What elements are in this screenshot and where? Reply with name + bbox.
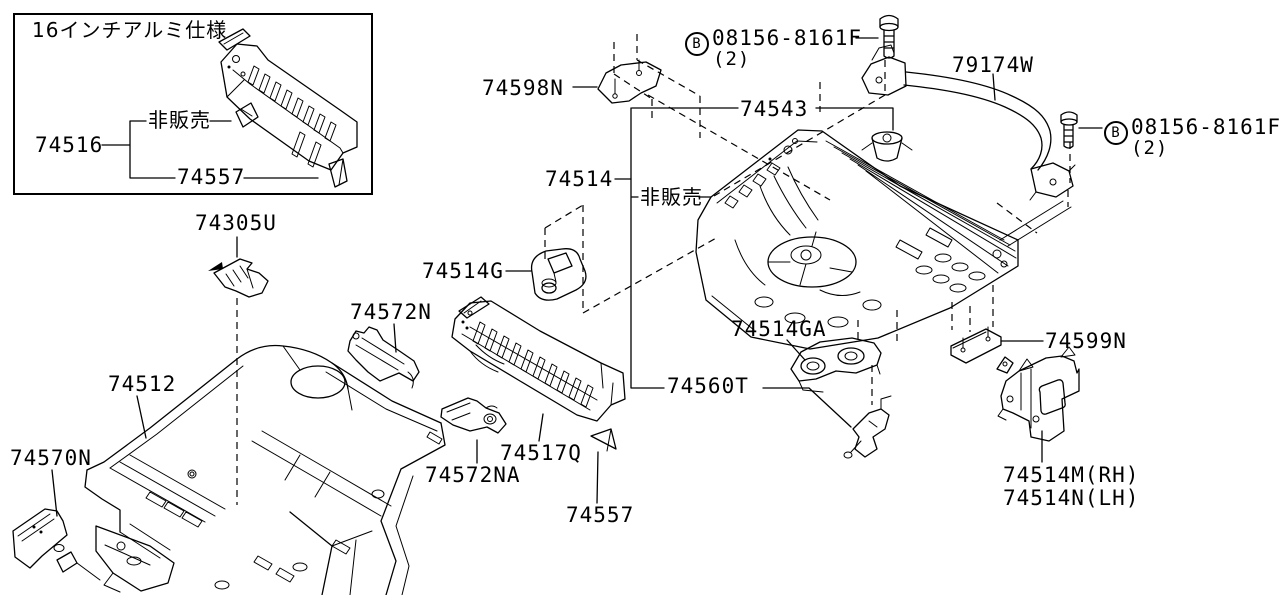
label-74514N-LH: 74514N(LH) bbox=[1003, 486, 1140, 510]
rail-74572NA-drawing bbox=[441, 398, 506, 433]
bracket-74305U-drawing bbox=[208, 259, 268, 297]
circled-b-icon: B bbox=[1104, 121, 1128, 145]
label-bolt1-qty: (2) bbox=[713, 48, 751, 70]
bracket-74514GA-drawing bbox=[791, 338, 881, 392]
label-bolt1-number: 08156-8161F bbox=[712, 26, 863, 50]
sill-74570N-drawing bbox=[13, 509, 100, 580]
bolt-icon-right bbox=[1061, 112, 1077, 148]
clamp-74514G-drawing bbox=[532, 249, 586, 300]
label-74514M-RH: 74514M(RH) bbox=[1003, 463, 1140, 487]
label-74557-inset: 74557 bbox=[177, 165, 246, 189]
bracket-74560T-drawing bbox=[844, 396, 891, 458]
inset-rear-panel-drawing bbox=[219, 29, 357, 187]
label-74514G: 74514G bbox=[422, 259, 504, 283]
label-74572NA: 74572NA bbox=[425, 463, 521, 487]
plate-74599N-drawing bbox=[951, 327, 1001, 363]
label-74517Q: 74517Q bbox=[500, 441, 582, 465]
label-74572N: 74572N bbox=[350, 300, 432, 324]
label-74599N: 74599N bbox=[1045, 329, 1127, 353]
label-bolt2-qty: (2) bbox=[1131, 137, 1169, 159]
floor-assembly-74512-drawing bbox=[85, 346, 445, 595]
bracket-74514MN-drawing bbox=[997, 347, 1079, 441]
circled-b-icon: B bbox=[685, 32, 709, 56]
leader-lines bbox=[52, 38, 1102, 516]
inset-leader-lines bbox=[102, 121, 318, 178]
rear-panel-74517Q-drawing bbox=[452, 297, 625, 451]
label-74560T: 74560T bbox=[667, 374, 749, 398]
label-bolt2-number: 08156-8161F bbox=[1131, 115, 1280, 139]
label-74557-bottom: 74557 bbox=[566, 503, 635, 527]
not-sold-label-main: 非販売 bbox=[640, 185, 703, 209]
label-74512: 74512 bbox=[108, 372, 177, 396]
label-74570N: 74570N bbox=[10, 446, 92, 470]
rear-floor-pan-drawing bbox=[696, 130, 1018, 349]
inset-not-sold-label: 非販売 bbox=[148, 108, 211, 132]
brace-bar-79174W-drawing bbox=[862, 45, 1075, 246]
label-74598N: 74598N bbox=[482, 76, 564, 100]
label-79174W: 79174W bbox=[952, 53, 1034, 77]
bolt-icon-top bbox=[880, 16, 898, 59]
label-74305U: 74305U bbox=[195, 211, 277, 235]
inset-box-frame bbox=[14, 14, 372, 194]
label-74514: 74514 bbox=[545, 167, 614, 191]
rail-74572N-drawing bbox=[348, 327, 419, 388]
dashed-construction-lines bbox=[237, 34, 1070, 505]
label-74514GA: 74514GA bbox=[731, 317, 827, 341]
inset-title: 16インチアルミ仕様 bbox=[32, 18, 228, 42]
label-74516: 74516 bbox=[35, 133, 104, 157]
label-74543: 74543 bbox=[740, 97, 809, 121]
